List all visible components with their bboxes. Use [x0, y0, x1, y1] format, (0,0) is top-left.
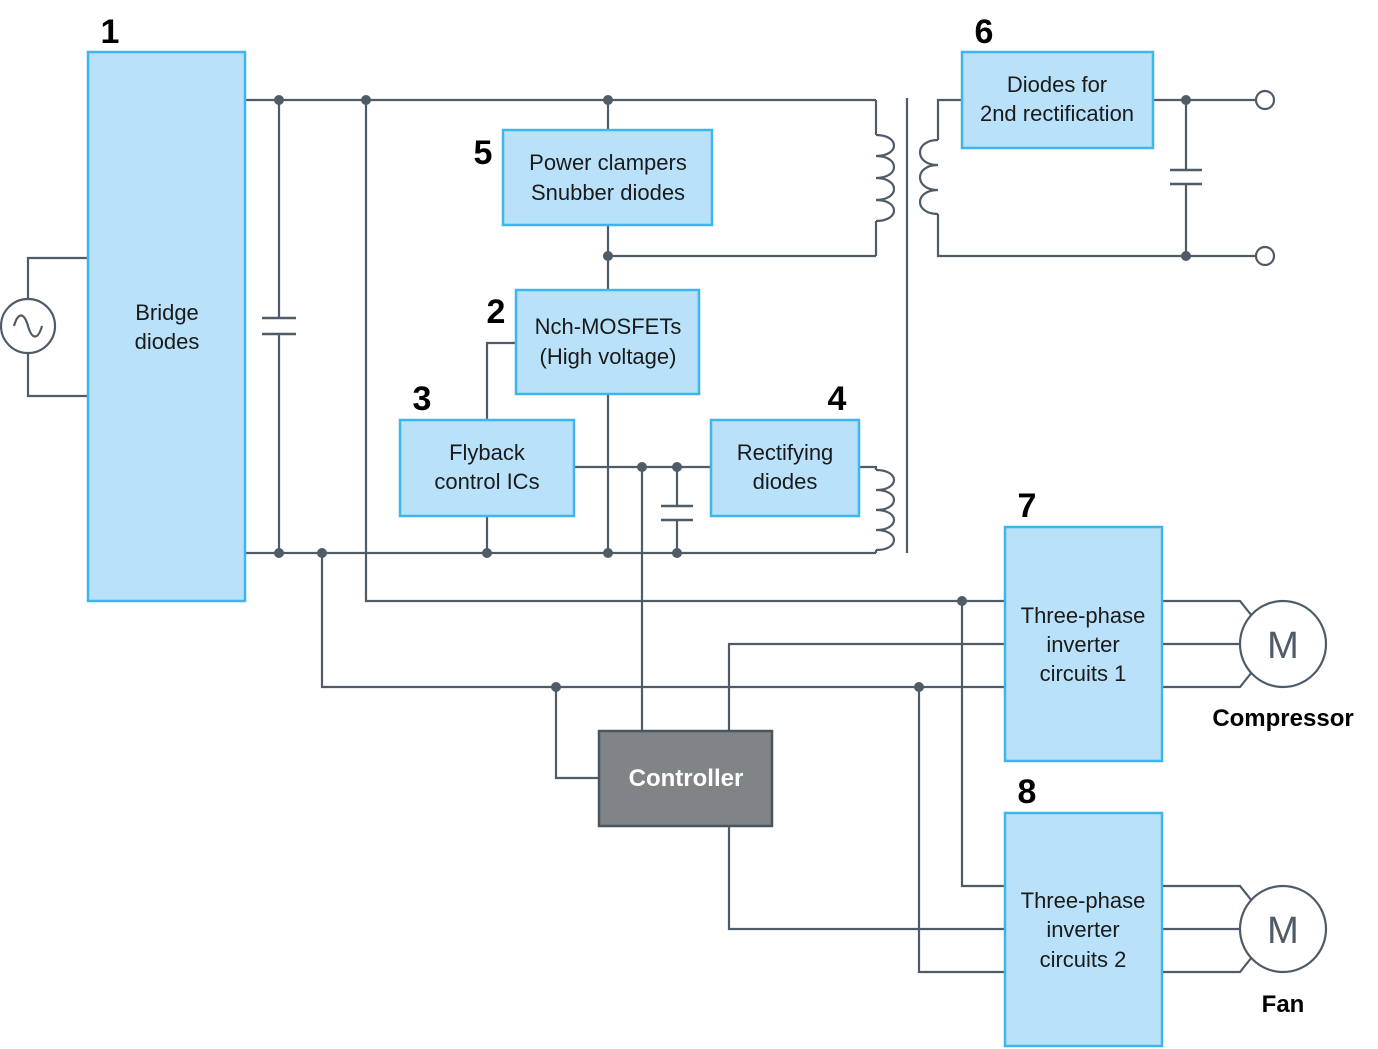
inverter-1-line-3: circuits 1: [1040, 661, 1127, 686]
junction-dots: [274, 95, 1191, 692]
inverter-1-line-2: inverter: [1046, 632, 1119, 657]
power-clampers-line-2: Snubber diodes: [531, 180, 685, 205]
rectifying-diodes-line-2: diodes: [753, 469, 818, 494]
fan-motor-symbol: M: [1267, 910, 1299, 952]
compressor-motor-icon: M: [1238, 599, 1328, 689]
inverter-1-block: Three-phase inverter circuits 1: [1003, 525, 1164, 763]
inverter-2-line-2: inverter: [1046, 917, 1119, 942]
secondary-rectification-line-1: Diodes for: [1007, 72, 1107, 97]
rectifying-diodes-block: Rectifying diodes: [709, 418, 861, 518]
block-number-2: 2: [487, 293, 506, 331]
wires: [26, 98, 1256, 974]
block-number-1: 1: [101, 13, 120, 51]
flyback-ic-line-2: control ICs: [434, 469, 539, 494]
bridge-diodes-line-1: Bridge: [135, 300, 199, 325]
output-capacitor-icon: [1170, 168, 1202, 186]
secondary-winding-icon: [919, 138, 939, 216]
flyback-ic-line-1: Flyback: [449, 440, 526, 465]
ac-source-icon: [0, 297, 57, 355]
aux-winding-icon: [875, 468, 895, 552]
fan-motor-icon: M: [1238, 884, 1328, 974]
mosfet-line-2: (High voltage): [540, 344, 677, 369]
bulk-capacitor-icon: [262, 316, 296, 336]
block-number-3: 3: [413, 380, 432, 418]
fan-label: Fan: [1262, 991, 1305, 1018]
bridge-diodes-line-2: diodes: [135, 329, 200, 354]
secondary-rectification-block: Diodes for 2nd rectification: [960, 50, 1155, 150]
block-number-7: 7: [1018, 487, 1037, 525]
primary-winding-icon: [875, 133, 895, 223]
block-number-4: 4: [828, 380, 847, 418]
bridge-diodes-block: Bridge diodes: [86, 50, 247, 603]
block-number-8: 8: [1018, 773, 1037, 811]
inverter-2-line-3: circuits 2: [1040, 947, 1127, 972]
flyback-ic-block: Flyback control ICs: [398, 418, 576, 518]
inverter-1-line-1: Three-phase: [1021, 603, 1146, 628]
power-clampers-line-1: Power clampers: [529, 150, 687, 175]
mosfet-block: Nch-MOSFETs (High voltage): [514, 288, 701, 396]
inverter-2-block: Three-phase inverter circuits 2: [1003, 811, 1164, 1048]
aux-capacitor-icon: [661, 504, 693, 522]
power-clampers-block: Power clampers Snubber diodes: [501, 128, 714, 227]
output-terminal-positive: [1254, 89, 1276, 111]
mosfet-line-1: Nch-MOSFETs: [535, 314, 682, 339]
controller-block: Controller: [597, 729, 774, 828]
controller-label: Controller: [629, 765, 744, 792]
secondary-rectification-line-2: 2nd rectification: [980, 101, 1134, 126]
inverter-2-line-1: Three-phase: [1021, 888, 1146, 913]
compressor-label: Compressor: [1212, 705, 1353, 732]
compressor-motor-symbol: M: [1267, 625, 1299, 667]
block-number-6: 6: [975, 13, 994, 51]
block-number-5: 5: [474, 134, 493, 172]
rectifying-diodes-line-1: Rectifying: [737, 440, 834, 465]
output-terminal-negative: [1254, 245, 1276, 267]
